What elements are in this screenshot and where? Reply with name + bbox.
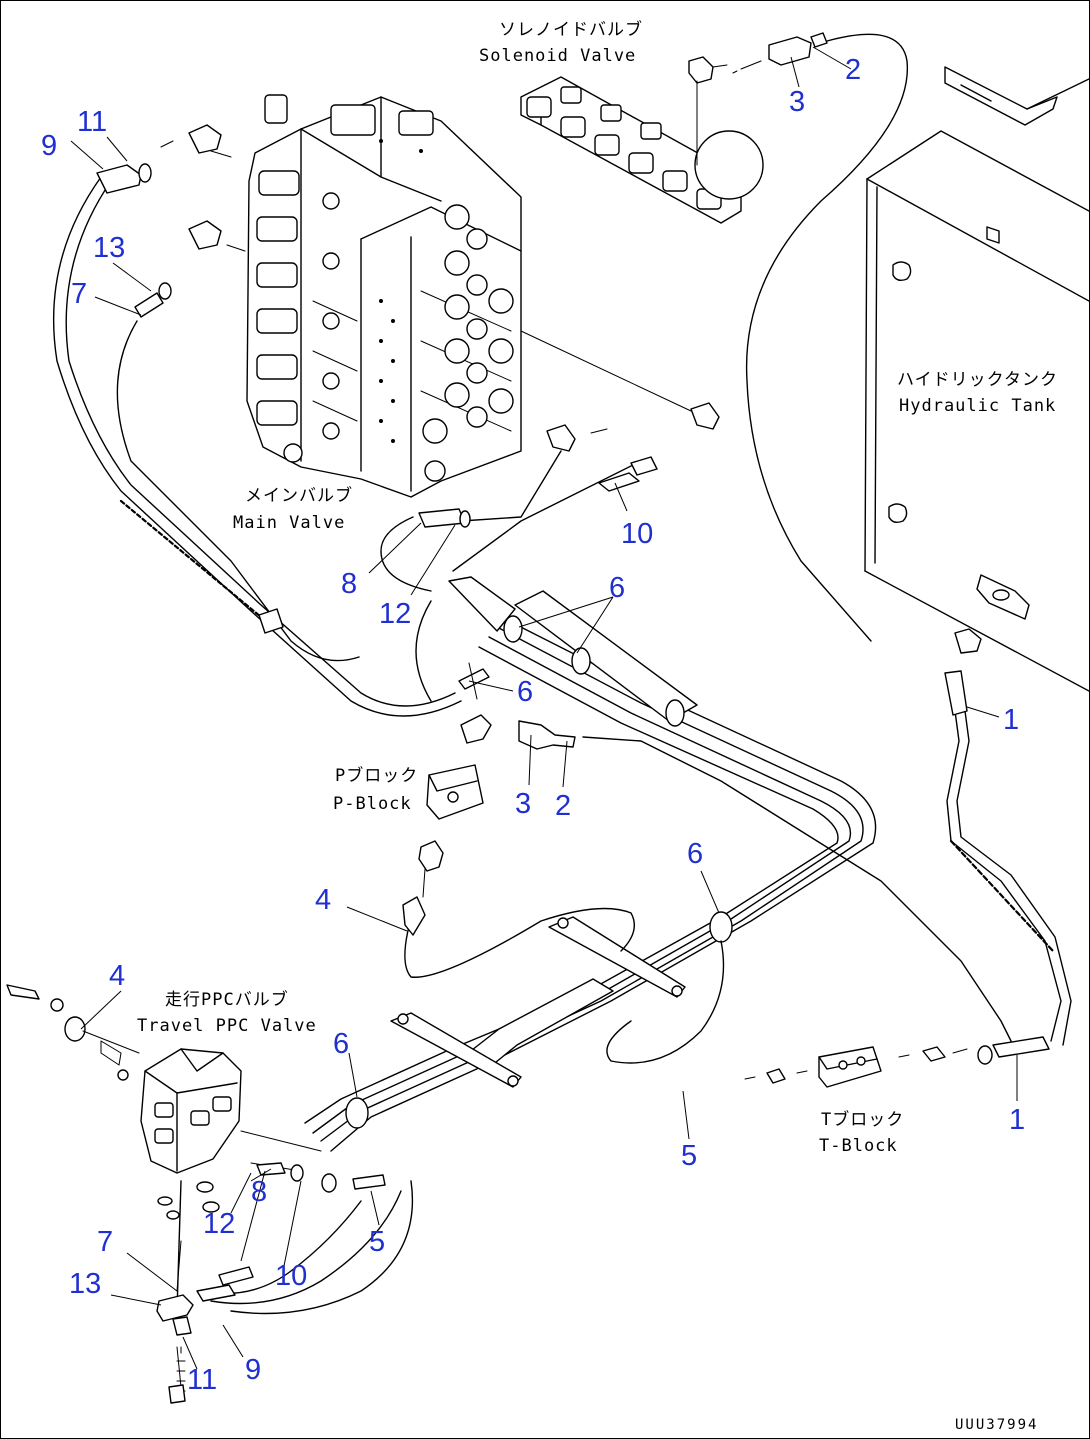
hose-main-return	[52, 163, 462, 717]
callout-3: 3	[515, 788, 531, 820]
callout-3: 3	[789, 86, 805, 118]
main-valve	[160, 94, 720, 498]
callout-6: 6	[609, 572, 625, 604]
hose-ppc-lower	[156, 1130, 414, 1404]
solenoid-valve-label: Solenoid Valve	[479, 46, 636, 66]
callout-11: 11	[77, 106, 107, 138]
main-valve-label-jp: メインバルブ	[245, 485, 353, 506]
hose-1	[944, 670, 1072, 1058]
callout-numbers: 1 1 2 2 3 3 4 4 5 5 6 6 6 6 7 7 8 8 9 9 …	[41, 54, 1025, 1396]
solenoid-valve-label-jp: ソレノイドバルブ	[499, 19, 643, 40]
hydraulic-tank	[864, 66, 1089, 692]
callout-12: 12	[203, 1208, 235, 1240]
t-block-label-jp: Tブロック	[821, 1109, 904, 1130]
callout-10: 10	[621, 518, 653, 550]
callout-11: 11	[187, 1364, 217, 1396]
callout-6: 6	[333, 1028, 349, 1060]
hose-2	[415, 33, 1012, 1064]
travel-ppc-valve-label-jp: 走行PPCバルブ	[165, 989, 289, 1010]
p-block-label: P-Block	[333, 794, 412, 814]
travel-ppc-valve	[6, 984, 242, 1174]
p-block-label-jp: Pブロック	[335, 765, 418, 786]
travel-ppc-valve-label: Travel PPC Valve	[137, 1016, 317, 1036]
main-valve-label: Main Valve	[233, 513, 345, 533]
callout-8: 8	[341, 568, 357, 600]
callout-9: 9	[41, 130, 57, 162]
callout-8: 8	[251, 1176, 267, 1208]
drawing-code: UUU37994	[955, 1417, 1038, 1433]
hose-8-10-12	[380, 450, 658, 592]
callout-13: 13	[93, 232, 125, 264]
callout-1: 1	[1003, 704, 1019, 736]
hydraulic-tank-label: Hydraulic Tank	[899, 396, 1056, 416]
callout-13: 13	[69, 1268, 101, 1300]
callout-6: 6	[687, 838, 703, 870]
callout-4: 4	[315, 884, 331, 916]
component-labels: ソレノイドバルブ Solenoid Valve メインバルブ Main Valv…	[137, 19, 1058, 1433]
callout-7: 7	[97, 1226, 113, 1258]
callout-2: 2	[555, 790, 571, 822]
hose-4	[402, 868, 635, 978]
callout-6: 6	[517, 676, 533, 708]
bundle-bracket	[390, 916, 686, 1088]
solenoid-valve	[520, 32, 828, 224]
callout-5: 5	[369, 1226, 385, 1258]
hydraulic-tank-label-jp: ハイドリックタンク	[897, 370, 1058, 390]
p-block	[418, 714, 576, 872]
t-block	[744, 1045, 993, 1088]
leader-lines	[70, 46, 1018, 1370]
callout-7: 7	[71, 278, 87, 310]
clamp	[345, 615, 733, 1129]
callout-9: 9	[245, 1354, 261, 1386]
callout-4: 4	[109, 960, 125, 992]
callout-12: 12	[379, 598, 411, 630]
callout-1: 1	[1009, 1104, 1025, 1136]
callout-2: 2	[845, 54, 861, 86]
callout-5: 5	[681, 1140, 697, 1172]
t-block-label: T-Block	[819, 1136, 898, 1156]
callout-10: 10	[275, 1260, 307, 1292]
hose-bundle	[304, 576, 877, 1152]
